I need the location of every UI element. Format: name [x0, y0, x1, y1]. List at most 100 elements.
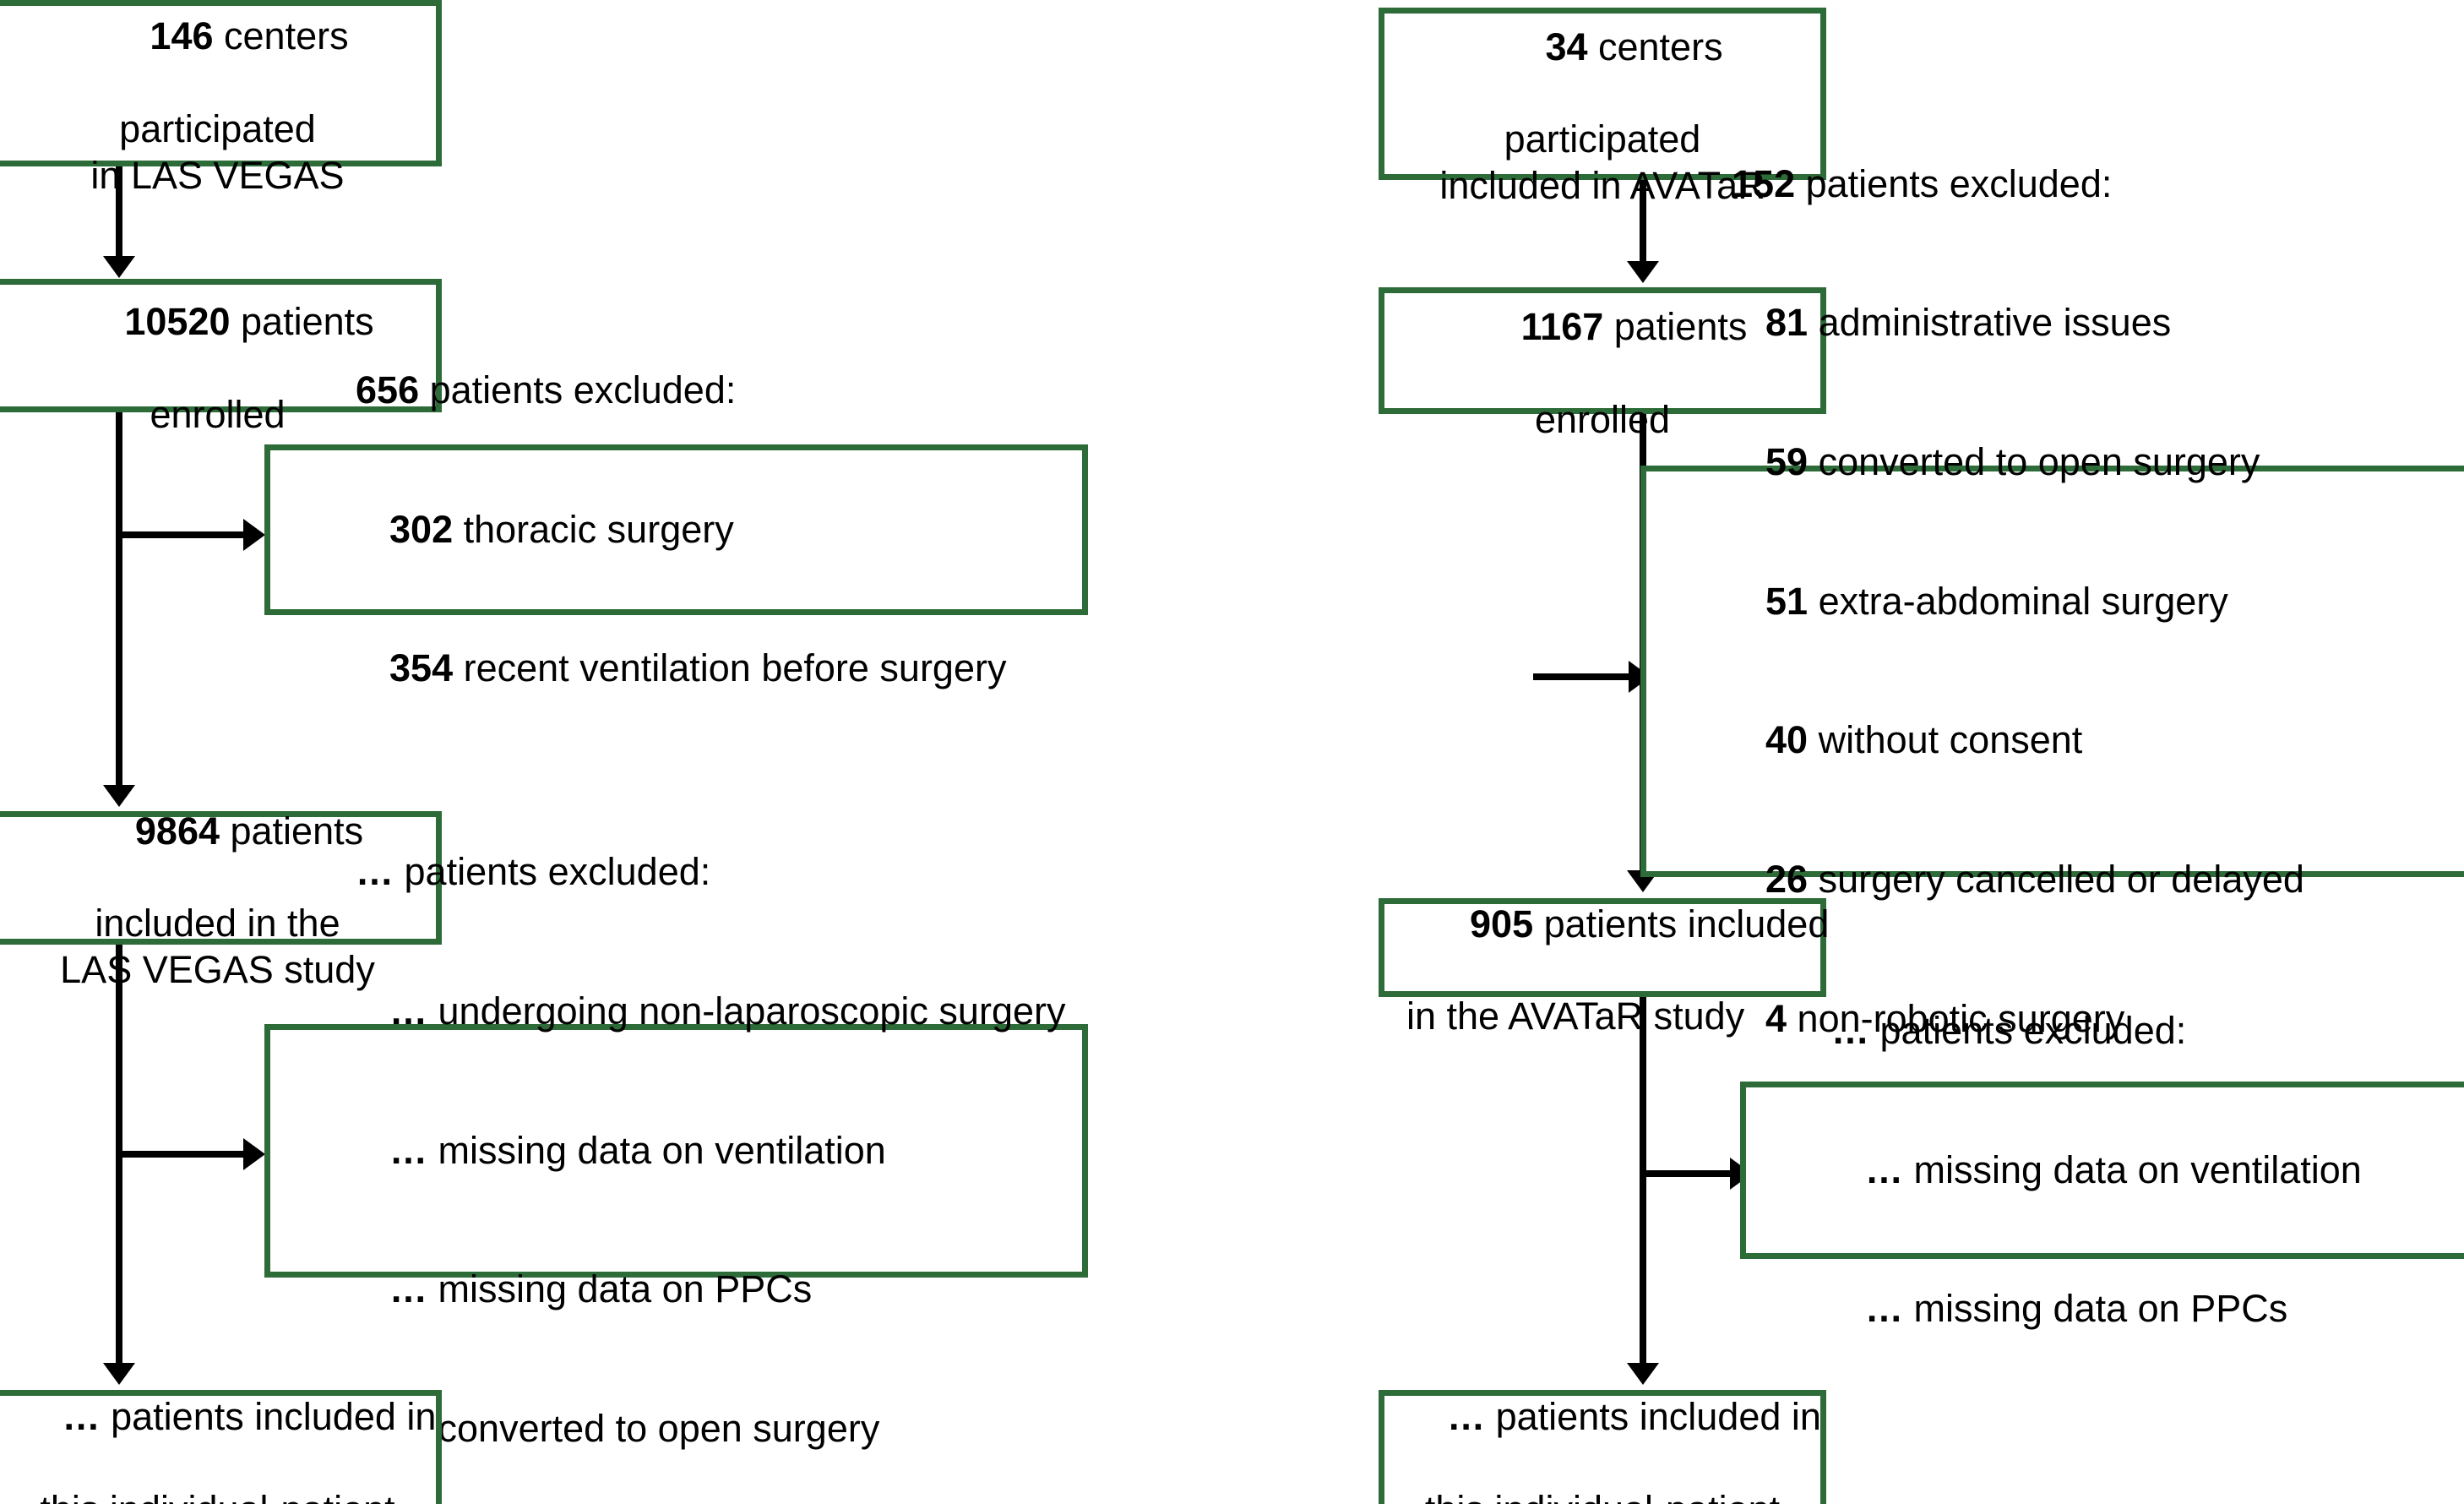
- node-right-excluded-2-header: … patients excluded:: [1746, 962, 2186, 1101]
- node-right-enrolled-line1: 1167 patients: [1458, 258, 1748, 397]
- node-left-centers-line1-rest: centers: [213, 14, 349, 58]
- node-left-excluded-2-count: …: [356, 850, 394, 894]
- node-right-excluded-1-item-1-count: 59: [1765, 440, 1809, 484]
- node-left-excluded-2-item-1-count: …: [389, 1128, 428, 1172]
- node-right-included-meta-line2: this individual-patient: [1425, 1487, 1780, 1504]
- node-left-excluded-2-header: … patients excluded:: [270, 803, 710, 942]
- node-right-centers[interactable]: 34 centers participated included in AVAT…: [1379, 8, 1826, 207]
- list-item: … missing data on ventilation: [1746, 1101, 2362, 1240]
- node-right-excluded-1-item-4-count: 26: [1765, 858, 1809, 902]
- node-left-enrolled[interactable]: 10520 patients enrolled: [0, 279, 442, 436]
- node-right-excluded-2-count: …: [1831, 1008, 1870, 1052]
- node-left-excluded-1-count: 656: [356, 368, 420, 411]
- node-right-excluded-2[interactable]: … patients excluded: … missing data on v…: [1740, 1009, 2464, 1330]
- node-right-excluded-2-item-1-count: …: [1865, 1287, 1904, 1331]
- connector-right-branch-excluded-1: [1533, 673, 1651, 680]
- node-right-centers-line3: included in AVATaR: [1439, 164, 1765, 208]
- node-right-excluded-1-item-0-reason: administrative issues: [1808, 301, 2172, 345]
- node-left-included-study-count: 9864: [134, 809, 220, 853]
- node-left-included-meta-count: …: [62, 1395, 101, 1439]
- node-right-included-meta-line1-rest: patients included in: [1485, 1395, 1821, 1439]
- list-item: 81 administrative issues: [1646, 253, 2171, 393]
- node-left-included-meta-line1-rest: patients included in: [100, 1395, 437, 1439]
- node-left-excluded-2-item-2-count: …: [389, 1267, 428, 1311]
- node-left-excluded-2-item-0-count: …: [389, 989, 428, 1033]
- connector-left-centers-to-enrolled: [116, 166, 122, 259]
- node-left-included-study-line2: included in the: [95, 902, 340, 945]
- list-item: 354 recent ventilation before surgery: [270, 599, 1006, 738]
- arrowhead-left-enrolled-to-included: [103, 785, 135, 807]
- node-left-excluded-1-header: 656 patients excluded:: [270, 321, 736, 460]
- node-right-included-meta[interactable]: … patients included in this individual-p…: [1379, 1390, 1826, 1504]
- connector-left-enrolled-to-included: [116, 412, 122, 788]
- connector-right-centers-to-enrolled: [1640, 180, 1646, 264]
- node-left-enrolled-line2: enrolled: [150, 392, 286, 436]
- node-right-excluded-1-item-2-reason: extra-abdominal surgery: [1808, 579, 2228, 623]
- arrowhead-right-centers-to-enrolled: [1627, 261, 1659, 283]
- node-right-enrolled-count: 1167: [1520, 305, 1604, 349]
- node-left-enrolled-line1: 10520 patients: [61, 253, 373, 392]
- arrowhead-left-excluded-1: [243, 519, 265, 551]
- node-left-excluded-2[interactable]: … patients excluded: … undergoing non-la…: [264, 850, 1088, 1450]
- node-left-included-meta[interactable]: … patients included in this individual-p…: [0, 1390, 442, 1504]
- connector-left-branch-excluded-1: [116, 531, 255, 538]
- node-left-excluded-2-item-2-reason: missing data on PPCs: [427, 1267, 813, 1311]
- node-right-included-study-line1-rest: patients included: [1533, 902, 1830, 945]
- node-right-enrolled-line1-rest: patients: [1603, 305, 1748, 349]
- node-right-enrolled-line2: enrolled: [1534, 397, 1671, 441]
- node-left-centers[interactable]: 146 centers participated in LAS VEGAS: [0, 0, 442, 197]
- node-left-included-study-line1-rest: patients: [220, 809, 364, 853]
- node-right-included-study-line1: 905 patients included: [1384, 855, 1829, 994]
- node-right-included-meta-line1: … patients included in: [1384, 1348, 1821, 1487]
- node-right-excluded-1-item-5-count: 4: [1765, 996, 1787, 1040]
- node-right-excluded-1-item-1-reason: converted to open surgery: [1808, 440, 2260, 484]
- node-left-centers-count: 146: [150, 14, 214, 58]
- node-left-excluded-1-header-rest: patients excluded:: [419, 368, 737, 411]
- node-left-excluded-1-item-1-reason: recent ventilation before surgery: [453, 646, 1007, 690]
- node-left-excluded-2-item-3-reason: converted to open surgery: [427, 1406, 880, 1450]
- node-left-excluded-2-item-1-reason: missing data on ventilation: [427, 1128, 886, 1172]
- node-right-excluded-1-header-rest: patients excluded:: [1795, 161, 2113, 205]
- list-item: 40 without consent: [1646, 672, 2082, 811]
- list-item: 4 non-robotic surgery: [1646, 950, 2124, 1089]
- node-right-excluded-2-header-rest: patients excluded:: [1869, 1008, 2187, 1052]
- arrowhead-right-included-to-meta: [1627, 1363, 1659, 1385]
- node-right-excluded-2-item-0-reason: missing data on ventilation: [1903, 1147, 2362, 1191]
- list-item: … converted to open surgery: [270, 1360, 879, 1499]
- node-right-excluded-1[interactable]: 152 patients excluded: 81 administrative…: [1640, 162, 2464, 1179]
- node-right-included-study[interactable]: 905 patients included in the AVATaR stud…: [1379, 898, 1829, 1038]
- node-right-excluded-1-item-0-count: 81: [1765, 301, 1809, 345]
- list-item: 51 extra-abdominal surgery: [1646, 532, 2228, 672]
- node-left-excluded-1[interactable]: 656 patients excluded: 302 thoracic surg…: [264, 368, 1088, 689]
- node-left-enrolled-count: 10520: [124, 300, 231, 344]
- node-left-excluded-1-item-0-count: 302: [389, 507, 454, 551]
- node-right-centers-line2: participated: [1504, 117, 1701, 161]
- node-left-excluded-2-header-rest: patients excluded:: [394, 850, 711, 894]
- node-right-centers-count: 34: [1545, 25, 1588, 68]
- node-left-excluded-1-item-1-count: 354: [389, 646, 454, 690]
- connector-right-included-to-meta: [1640, 997, 1646, 1369]
- node-right-excluded-1-item-3-reason: without consent: [1808, 718, 2083, 762]
- node-right-excluded-1-item-5-reason: non-robotic surgery: [1787, 996, 2125, 1040]
- node-right-excluded-2-item-1-reason: missing data on PPCs: [1903, 1287, 2288, 1331]
- list-item: … undergoing non-laparoscopic surgery: [270, 942, 1065, 1082]
- node-right-excluded-2-item-0-count: …: [1865, 1147, 1904, 1191]
- node-left-included-study-line3: LAS VEGAS study: [60, 948, 375, 992]
- node-left-included-meta-line1: … patients included in: [0, 1348, 437, 1487]
- list-item: 59 converted to open surgery: [1646, 393, 2260, 532]
- node-right-centers-line1: 34 centers: [1482, 0, 1722, 117]
- node-left-included-study-line1: 9864 patients: [72, 762, 363, 902]
- node-left-excluded-1-item-0-reason: thoracic surgery: [453, 507, 734, 551]
- node-left-included-study[interactable]: 9864 patients included in the LAS VEGAS …: [0, 809, 442, 991]
- node-left-included-meta-line2: this individual-patient: [40, 1487, 394, 1504]
- node-right-excluded-1-item-3-count: 40: [1765, 718, 1809, 762]
- arrowhead-left-included-to-meta: [103, 1363, 135, 1385]
- node-right-enrolled[interactable]: 1167 patients enrolled: [1379, 287, 1826, 441]
- node-left-centers-line3: in LAS VEGAS: [90, 153, 345, 197]
- node-right-included-study-count: 905: [1470, 902, 1534, 945]
- list-item: … missing data on PPCs: [1746, 1240, 2287, 1379]
- connector-right-branch-excluded-2: [1640, 1170, 1741, 1177]
- list-item: 26 surgery cancelled or delayed: [1646, 810, 2304, 950]
- node-right-excluded-1-header: 152 patients excluded:: [1646, 115, 2112, 254]
